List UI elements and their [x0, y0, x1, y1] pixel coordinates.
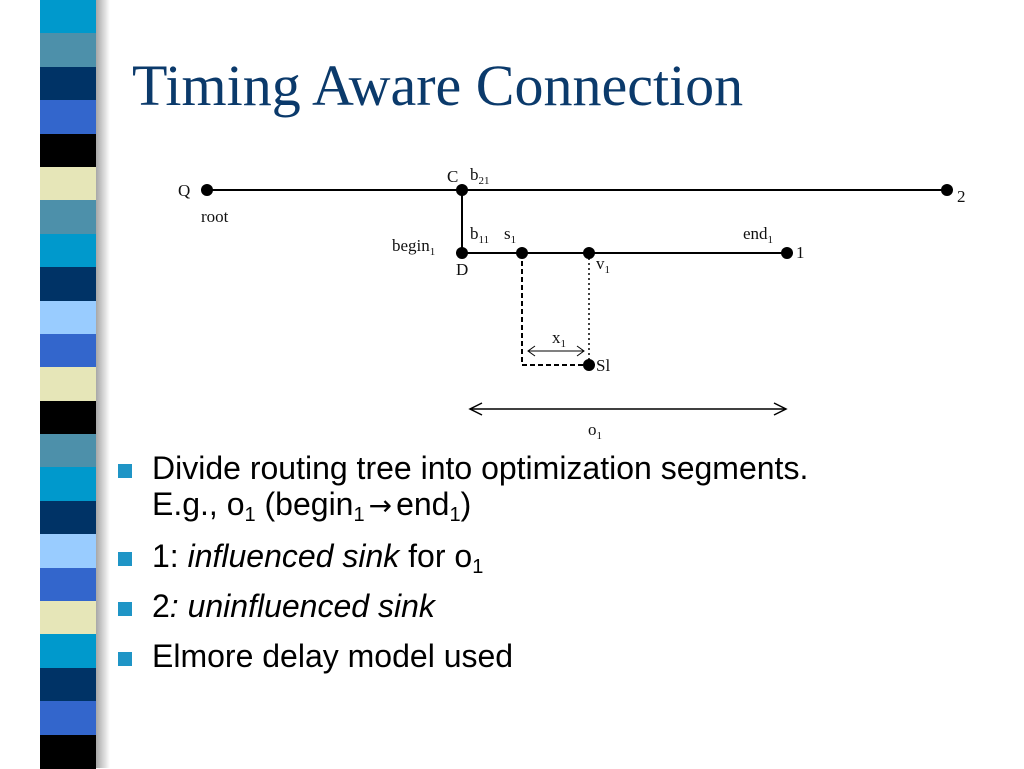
label-b21-text: b: [470, 165, 479, 184]
bullet-1-sub-1: 1: [244, 504, 256, 526]
label-sl: Sl: [596, 356, 610, 375]
strip-block: [40, 233, 96, 269]
bullet-2-prefix: 1:: [152, 538, 188, 574]
strip-block: [40, 0, 96, 35]
strip-block: [40, 200, 96, 235]
bullet-square-icon: [118, 652, 132, 666]
strip-block: [40, 100, 96, 135]
node-s1: [516, 247, 528, 259]
bullet-1-close: ): [460, 486, 472, 522]
bullet-2-sub: 1: [472, 556, 484, 578]
node-c: [456, 184, 468, 196]
bullet-2-italic: influenced sink: [187, 538, 400, 574]
label-c: C: [447, 167, 458, 186]
label-x1: x1: [552, 328, 566, 350]
bullet-item-elmore: Elmore delay model used: [116, 638, 1016, 674]
strip-block: [40, 166, 96, 202]
label-v1: v1: [596, 254, 610, 276]
label-b21: b21: [470, 165, 490, 187]
bullet-1-begin: (begin: [255, 486, 354, 522]
bullet-item-uninfluenced: 2: uninfluenced sink: [116, 588, 1016, 624]
bullet-square-icon: [118, 464, 132, 478]
bullet-1-end: end: [396, 486, 450, 522]
label-begin-sub: 1: [430, 246, 436, 258]
bullet-4-text: Elmore delay model used: [152, 638, 514, 674]
strip-shadow: [96, 0, 110, 768]
x1-arrow-left-head: [527, 345, 536, 357]
label-s1-sub: 1: [511, 234, 517, 246]
label-b11: b11: [470, 224, 489, 246]
strip-block: [40, 467, 96, 502]
label-begin-text: begin: [392, 236, 430, 255]
strip-block: [40, 400, 96, 436]
o1-arrow-right-head: [773, 402, 788, 416]
label-sink1: 1: [796, 243, 805, 262]
strip-block: [40, 66, 96, 102]
strip-block: [40, 133, 96, 168]
strip-block: [40, 300, 96, 335]
bullet-1-line-1: Divide routing tree into optimization se…: [152, 450, 809, 486]
bullet-square-icon: [118, 552, 132, 566]
decorative-color-strip: [0, 0, 118, 769]
bullet-1-line-2: E.g., o1 (begin1→end1): [152, 486, 1016, 526]
label-end-sub: 1: [768, 234, 774, 246]
label-v1-text: v: [596, 254, 605, 273]
label-end: end1: [743, 224, 773, 246]
strip-block: [40, 500, 96, 536]
x1-arrow-right-head: [576, 345, 585, 357]
right-arrow-icon: →: [368, 489, 393, 522]
label-s1: s1: [504, 224, 516, 246]
label-o1-sub: 1: [597, 430, 603, 442]
label-q: Q: [178, 181, 190, 200]
label-s1-text: s: [504, 224, 511, 243]
bullet-item-segments: Divide routing tree into optimization se…: [116, 450, 1016, 526]
bullet-2-rest: for o: [399, 538, 473, 574]
node-sink1: [781, 247, 793, 259]
bullet-3-prefix: 2: [152, 588, 170, 624]
label-end-text: end: [743, 224, 768, 243]
node-q: [201, 184, 213, 196]
label-b21-sub: 21: [479, 175, 490, 187]
strip-block: [40, 333, 96, 369]
node-sl: [583, 359, 595, 371]
node-sink2: [941, 184, 953, 196]
label-root: root: [201, 207, 229, 226]
routing-tree-diagram: Q root C b21 2 begin1 D b11 s1 v1 end1 1…: [178, 165, 966, 442]
strip-block: [40, 634, 96, 669]
strip-block: [40, 534, 96, 569]
dashed-path-s1-to-sl: [521, 253, 589, 366]
bullet-3-italic: : uninfluenced sink: [169, 588, 435, 624]
strip-block: [40, 367, 96, 402]
label-v1-sub: 1: [605, 264, 611, 276]
strip-block: [40, 667, 96, 703]
node-d: [456, 247, 468, 259]
bullet-square-icon: [118, 602, 132, 616]
strip-block: [40, 267, 96, 302]
label-begin: begin1: [392, 236, 435, 258]
bullet-item-influenced: 1: influenced sink for o1: [116, 538, 1016, 577]
label-x1-text: x: [552, 328, 561, 347]
label-d: D: [456, 260, 468, 279]
label-o1: o1: [588, 420, 602, 442]
label-b11-text: b: [470, 224, 479, 243]
bullet-1-sub-3: 1: [449, 504, 461, 526]
strip-block: [40, 701, 96, 736]
o1-arrow-left-head: [468, 402, 483, 416]
node-v1: [583, 247, 595, 259]
label-b11-sub: 11: [479, 234, 490, 246]
label-x1-sub: 1: [561, 338, 567, 350]
strip-block: [40, 434, 96, 469]
strip-block: [40, 567, 96, 603]
strip-block: [40, 734, 96, 769]
bullet-list: Divide routing tree into optimization se…: [116, 450, 1016, 688]
slide-title: Timing Aware Connection: [132, 53, 744, 118]
label-o1-text: o: [588, 420, 597, 439]
strip-block: [40, 601, 96, 636]
strip-block: [40, 33, 96, 68]
bullet-1-sub-2: 1: [353, 504, 365, 526]
label-sink2: 2: [957, 187, 966, 206]
bullet-1-eg: E.g., o: [152, 486, 245, 522]
